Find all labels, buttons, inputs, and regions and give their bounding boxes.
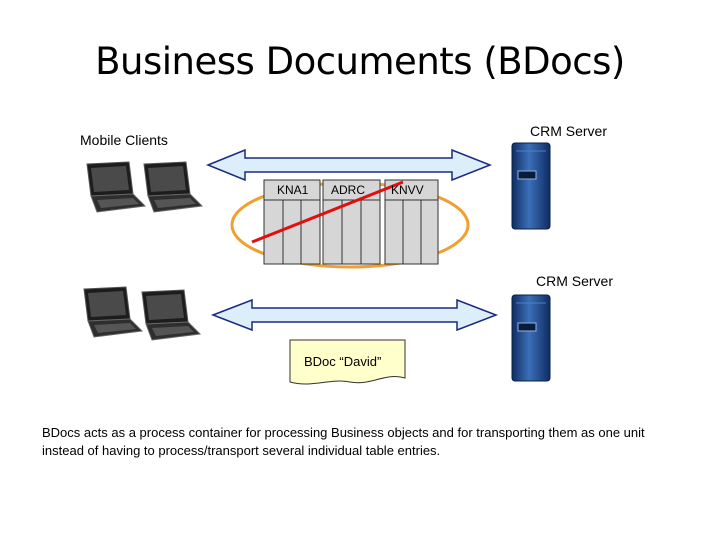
strike-through-line	[251, 180, 404, 244]
bdoc-document-shape	[289, 339, 406, 385]
laptop-icon	[86, 161, 146, 213]
bdoc-label: BDoc “David”	[304, 354, 382, 369]
crm-server-label-top: CRM Server	[530, 123, 608, 139]
server-icon	[511, 294, 551, 382]
server-icon	[511, 142, 551, 230]
double-arrow-top	[206, 148, 493, 182]
laptop-icon	[143, 161, 203, 213]
table-kna1	[263, 179, 321, 265]
table-label-kna1: KNA1	[277, 183, 309, 197]
description-text: BDocs acts as a process container for pr…	[42, 425, 645, 458]
double-arrow-bottom	[210, 298, 499, 332]
table-knvv	[384, 179, 439, 265]
slide-title: Business Documents (BDocs)	[95, 40, 625, 83]
crm-server-label-bottom: CRM Server	[536, 273, 614, 289]
mobile-clients-label: Mobile Clients	[80, 132, 168, 148]
laptop-icon	[83, 286, 143, 338]
table-label-adrc: ADRC	[331, 183, 366, 197]
table-label-knvv: KNVV	[391, 183, 424, 197]
laptop-icon	[141, 289, 201, 341]
